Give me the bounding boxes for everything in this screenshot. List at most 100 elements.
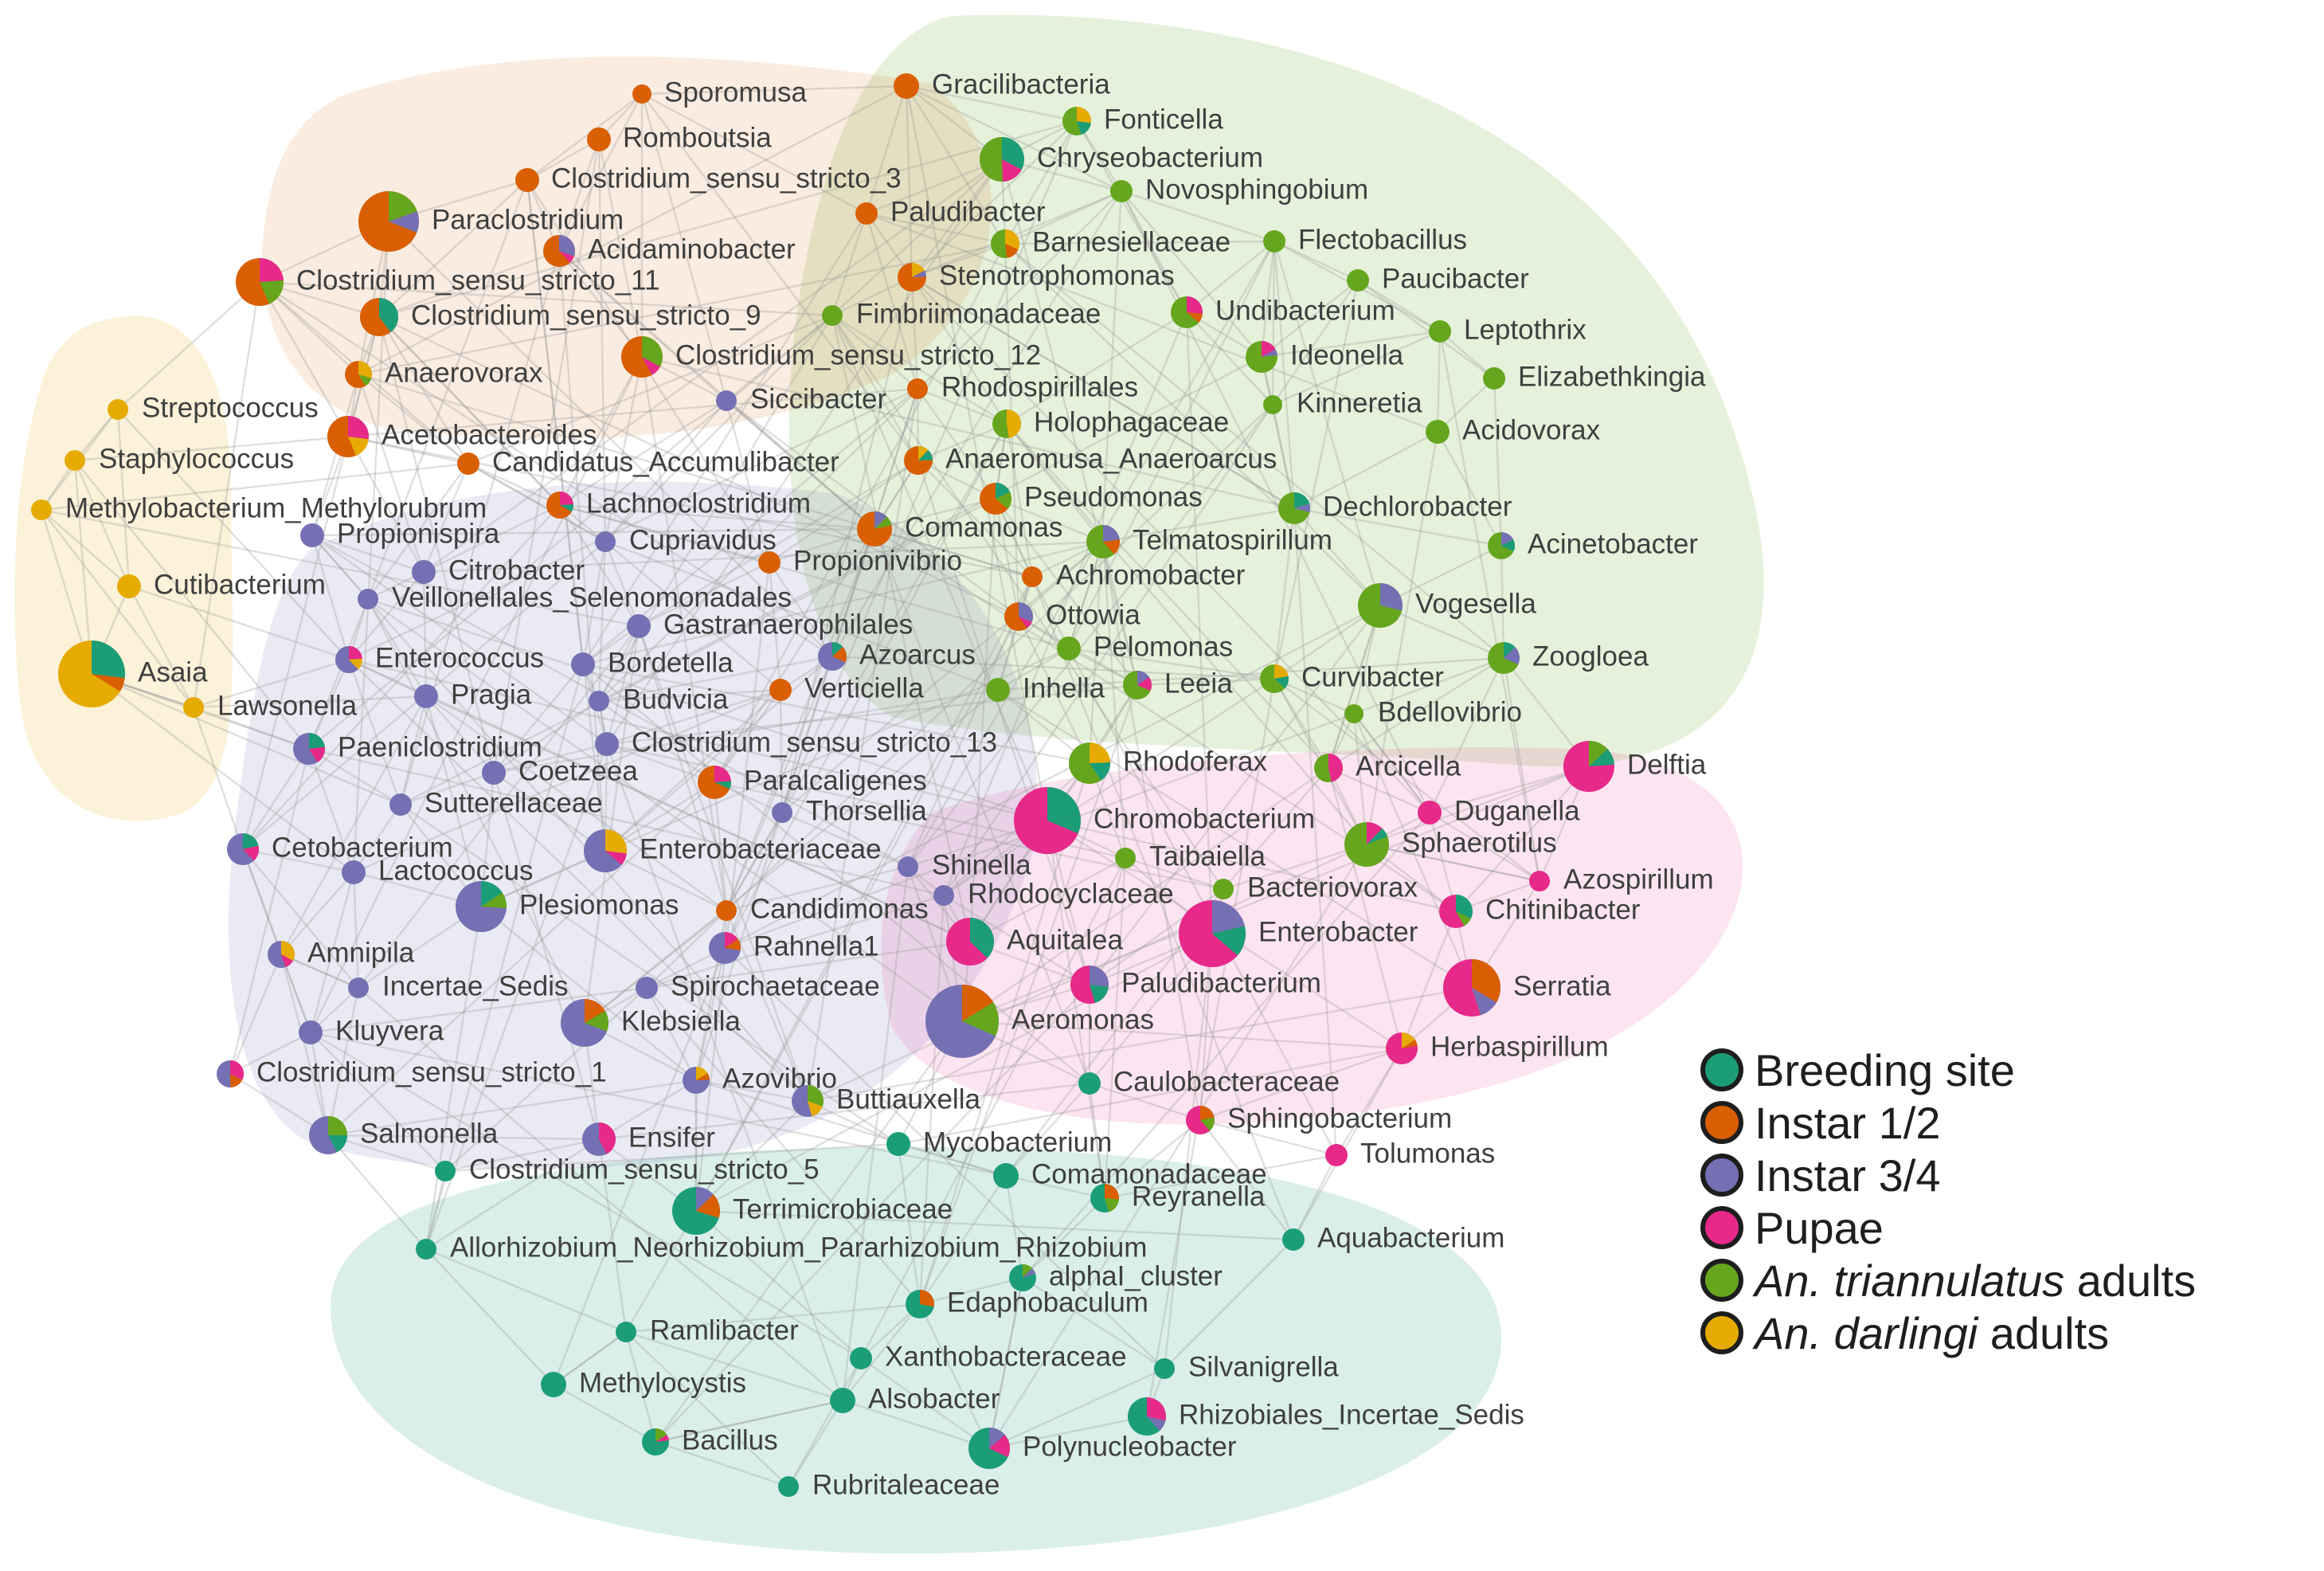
- node-acidaminobacter[interactable]: Acidaminobacter: [543, 233, 796, 267]
- node-budvicia[interactable]: Budvicia: [589, 684, 729, 715]
- node-methylobacterium-methylorubrum[interactable]: Methylobacterium_Methylorubrum: [31, 492, 487, 523]
- node-azospirillum[interactable]: Azospirillum: [1529, 864, 1714, 895]
- node-barnesiellaceae[interactable]: Barnesiellaceae: [991, 226, 1230, 258]
- node-verticiella[interactable]: Verticiella: [769, 672, 924, 703]
- node-aquitalea[interactable]: Aquitalea: [946, 918, 1123, 966]
- node-paraclostridium[interactable]: Paraclostridium: [358, 191, 624, 252]
- node-elizabethkingia[interactable]: Elizabethkingia: [1483, 361, 1706, 392]
- node-aquabacterium[interactable]: Aquabacterium: [1282, 1222, 1504, 1253]
- node-caulobacteraceae[interactable]: Caulobacteraceae: [1078, 1066, 1340, 1097]
- node-pragia[interactable]: Pragia: [414, 679, 532, 710]
- node-taibaiella[interactable]: Taibaiella: [1115, 840, 1266, 872]
- node-duganella[interactable]: Duganella: [1418, 795, 1580, 826]
- node-paucibacter[interactable]: Paucibacter: [1347, 263, 1529, 294]
- node-paralcaligenes[interactable]: Paralcaligenes: [698, 765, 927, 799]
- node-incertae-sedis[interactable]: Incertae_Sedis: [348, 970, 568, 1001]
- node-edaphobaculum[interactable]: Edaphobaculum: [906, 1287, 1148, 1318]
- node-bacteriovorax[interactable]: Bacteriovorax: [1213, 872, 1418, 903]
- node-serratia[interactable]: Serratia: [1443, 959, 1611, 1017]
- node-ramlibacter[interactable]: Ramlibacter: [616, 1314, 799, 1346]
- node-leeia[interactable]: Leeia: [1123, 668, 1233, 699]
- node-asaia[interactable]: Asaia: [58, 641, 208, 707]
- node-azovibrio[interactable]: Azovibrio: [683, 1063, 837, 1094]
- node-pseudomonas[interactable]: Pseudomonas: [980, 481, 1203, 515]
- node-plesiomonas[interactable]: Plesiomonas: [456, 881, 679, 932]
- node-acidovorax[interactable]: Acidovorax: [1426, 414, 1601, 445]
- node-curvibacter[interactable]: Curvibacter: [1260, 661, 1444, 693]
- node-chitinibacter[interactable]: Chitinibacter: [1439, 894, 1641, 928]
- node-rhodoferax[interactable]: Rhodoferax: [1069, 742, 1267, 784]
- node-fonticella[interactable]: Fonticella: [1062, 104, 1223, 135]
- node-amnipila[interactable]: Amnipila: [268, 937, 415, 968]
- node-rubritaleaceae[interactable]: Rubritaleaceae: [778, 1469, 1000, 1500]
- node-comamonadaceae[interactable]: Comamonadaceae: [993, 1158, 1267, 1189]
- node-enterobacteriaceae[interactable]: Enterobacteriaceae: [584, 829, 882, 872]
- node-tolumonas[interactable]: Tolumonas: [1325, 1138, 1495, 1169]
- node-clostridium-sensu-stricto-11[interactable]: Clostridium_sensu_stricto_11: [236, 258, 660, 306]
- node-ensifer[interactable]: Ensifer: [582, 1122, 715, 1156]
- node-cetobacterium[interactable]: Cetobacterium: [227, 832, 453, 865]
- node-clostridium-sensu-stricto-13[interactable]: Clostridium_sensu_stricto_13: [595, 727, 997, 758]
- node-siccibacter[interactable]: Siccibacter: [716, 383, 887, 414]
- node-gastranaerophilales[interactable]: Gastranaerophilales: [627, 609, 913, 640]
- node-clostridium-sensu-stricto-5[interactable]: Clostridium_sensu_stricto_5: [435, 1154, 820, 1185]
- node-holophagaceae[interactable]: Holophagaceae: [992, 406, 1229, 438]
- node-fimbriimonadaceae[interactable]: Fimbriimonadaceae: [822, 298, 1101, 329]
- node-comamonas[interactable]: Comamonas: [857, 511, 1062, 547]
- node-inhella[interactable]: Inhella: [986, 672, 1105, 703]
- node-sphaerotilus[interactable]: Sphaerotilus: [1344, 822, 1557, 867]
- node-acetobacteroides[interactable]: Acetobacteroides: [327, 416, 597, 457]
- node-gracilibacteria[interactable]: Gracilibacteria: [894, 69, 1110, 100]
- node-lactococcus[interactable]: Lactococcus: [342, 855, 534, 886]
- node-allorhizobium-neorhizobium-pararhizobium-rhizobium[interactable]: Allorhizobium_Neorhizobium_Pararhizobium…: [416, 1232, 1147, 1263]
- node-clostridium-sensu-stricto-3[interactable]: Clostridium_sensu_stricto_3: [515, 163, 902, 194]
- node-paludibacterium[interactable]: Paludibacterium: [1070, 966, 1321, 1004]
- node-anaerovorax[interactable]: Anaerovorax: [345, 357, 543, 388]
- node-ideonella[interactable]: Ideonella: [1246, 339, 1404, 373]
- node-kluyvera[interactable]: Kluyvera: [299, 1015, 444, 1046]
- node-ottowia[interactable]: Ottowia: [1004, 599, 1140, 631]
- node-salmonella[interactable]: Salmonella: [309, 1116, 499, 1154]
- node-paludibacter[interactable]: Paludibacter: [855, 196, 1046, 227]
- node-paeniclostridium[interactable]: Paeniclostridium: [293, 731, 542, 765]
- node-bacillus[interactable]: Bacillus: [642, 1424, 778, 1455]
- node-aeromonas[interactable]: Aeromonas: [925, 985, 1154, 1058]
- node-cutibacterium[interactable]: Cutibacterium: [117, 569, 326, 600]
- node-mycobacterium[interactable]: Mycobacterium: [886, 1126, 1112, 1158]
- node-silvanigrella[interactable]: Silvanigrella: [1154, 1351, 1339, 1382]
- node-terrimicrobiaceae[interactable]: Terrimicrobiaceae: [672, 1187, 953, 1235]
- node-veillonellales-selenomonadales[interactable]: Veillonellales_Selenomonadales: [358, 582, 792, 613]
- node-buttiauxella[interactable]: Buttiauxella: [792, 1083, 980, 1117]
- node-clostridium-sensu-stricto-1[interactable]: Clostridium_sensu_stricto_1: [217, 1056, 607, 1087]
- node-bdellovibrio[interactable]: Bdellovibrio: [1344, 696, 1522, 727]
- node-staphylococcus[interactable]: Staphylococcus: [65, 443, 294, 474]
- node-alsobacter[interactable]: Alsobacter: [830, 1383, 1000, 1414]
- node-polynucleobacter[interactable]: Polynucleobacter: [968, 1428, 1237, 1469]
- node-coetzeea[interactable]: Coetzeea: [482, 755, 638, 786]
- node-chryseobacterium[interactable]: Chryseobacterium: [980, 137, 1263, 182]
- node-cupriavidus[interactable]: Cupriavidus: [595, 524, 777, 555]
- node-propionivibrio[interactable]: Propionivibrio: [758, 545, 962, 576]
- node-rahnella1[interactable]: Rahnella1: [709, 930, 879, 964]
- node-sporomusa[interactable]: Sporomusa: [632, 76, 808, 108]
- node-stenotrophomonas[interactable]: Stenotrophomonas: [898, 260, 1175, 292]
- node-pelomonas[interactable]: Pelomonas: [1057, 631, 1233, 662]
- node-alphai-cluster[interactable]: alphaI_cluster: [1009, 1260, 1223, 1291]
- node-herbaspirillum[interactable]: Herbaspirillum: [1386, 1031, 1609, 1064]
- node-enterobacter[interactable]: Enterobacter: [1179, 900, 1418, 967]
- node-rhizobiales-incertae-sedis[interactable]: Rhizobiales_Incertae_Sedis: [1128, 1397, 1524, 1436]
- node-citrobacter[interactable]: Citrobacter: [412, 554, 585, 586]
- node-novosphingobium[interactable]: Novosphingobium: [1110, 174, 1368, 205]
- node-leptothrix[interactable]: Leptothrix: [1429, 314, 1587, 345]
- node-arcicella[interactable]: Arcicella: [1314, 750, 1461, 782]
- node-undibacterium[interactable]: Undibacterium: [1171, 295, 1395, 328]
- node-thorsellia[interactable]: Thorsellia: [772, 795, 927, 826]
- node-streptococcus[interactable]: Streptococcus: [108, 392, 319, 423]
- node-spirochaetaceae[interactable]: Spirochaetaceae: [636, 970, 880, 1001]
- node-propionispira[interactable]: Propionispira: [300, 518, 500, 549]
- node-acinetobacter[interactable]: Acinetobacter: [1488, 528, 1698, 559]
- node-klebsiella[interactable]: Klebsiella: [561, 999, 741, 1047]
- node-sphingobacterium[interactable]: Sphingobacterium: [1186, 1103, 1452, 1134]
- node-methylocystis[interactable]: Methylocystis: [541, 1367, 746, 1398]
- node-bordetella[interactable]: Bordetella: [571, 647, 734, 678]
